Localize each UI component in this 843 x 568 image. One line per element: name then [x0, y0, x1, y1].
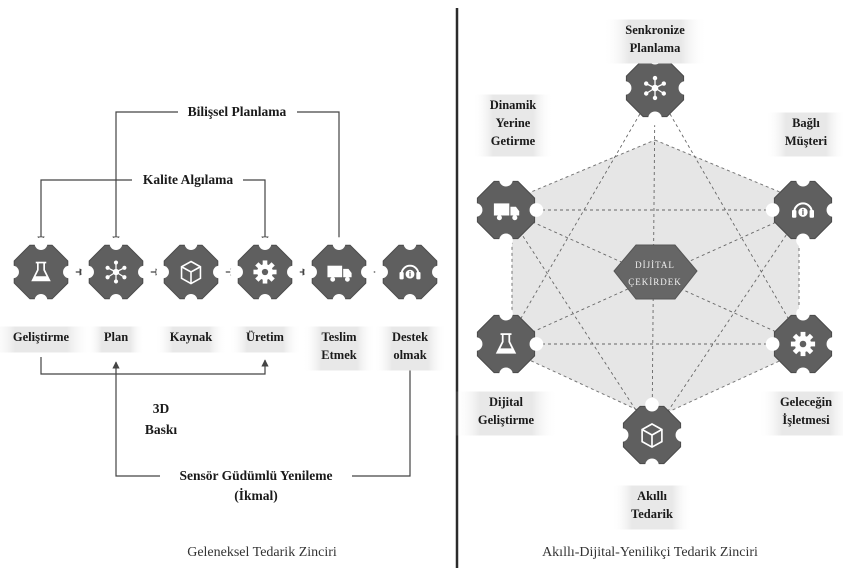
node-dynamic-fulfillment-label: Dinamik — [490, 98, 537, 112]
digital-core-hexagon — [613, 244, 698, 300]
stage-development-label-bg — [0, 326, 93, 353]
stage-source-label-bg — [154, 326, 228, 353]
stage-plan-label-bg — [87, 326, 145, 353]
stage-support-label: olmak — [393, 348, 426, 362]
node-future-operations-label: İşletmesi — [782, 413, 830, 427]
node-connected-customer-label: Müşteri — [785, 134, 828, 148]
truck-icon — [493, 203, 520, 221]
node-future-operations-label: Geleceğin — [780, 395, 832, 409]
digital-core-label-line-2: ÇEKİRDEK — [628, 277, 682, 287]
stage-source-label: Kaynak — [170, 330, 212, 344]
node-sync-planning-label: Senkronize — [625, 23, 685, 37]
node-connected-customer-label-bg — [765, 112, 843, 157]
3d-printing-label-line-2: Baskı — [145, 422, 178, 437]
traditional-supply-chain-panel: Bilişsel Planlama Kalite Algılama Gelişt… — [0, 104, 447, 560]
box-icon — [180, 260, 202, 285]
stage-source[interactable]: Kaynak — [154, 237, 228, 353]
stage-plan[interactable]: Plan — [81, 237, 151, 353]
stage-delivery-label: Etmek — [321, 348, 356, 362]
svg-text:i: i — [802, 208, 805, 217]
headset-icon: i — [792, 202, 814, 218]
node-smart-sourcing-label-bg — [611, 485, 693, 530]
stage-production-label: Üretim — [246, 330, 285, 344]
quality-sensing-label: Kalite Algılama — [143, 172, 234, 187]
flask-icon — [495, 333, 517, 354]
stage-support-label: Destek — [392, 330, 428, 344]
svg-text:i: i — [409, 270, 412, 279]
smart-digital-caption: Akıllı-Dijital-Yenilikçi Tedarik Zinciri — [542, 545, 758, 560]
node-smart-sourcing-label: Akıllı — [637, 489, 667, 503]
node-dynamic-fulfillment-label: Getirme — [491, 134, 536, 148]
stage-delivery-label-bg — [302, 326, 376, 371]
network-connection-lines — [505, 87, 804, 436]
truck-icon — [327, 265, 352, 282]
node-sync-planning-label: Planlama — [630, 41, 681, 55]
node-digital-development-label-bg — [454, 391, 558, 436]
sensor-replenishment-label-line-2: (İkmal) — [234, 488, 278, 503]
cognitive-planning-label: Bilişsel Planlama — [188, 104, 287, 119]
box-icon — [641, 423, 663, 449]
sensor-replenishment-label-line-1: Sensör Güdümlü Yenileme — [179, 468, 332, 483]
traditional-caption: Geleneksel Tedarik Zinciri — [187, 545, 337, 560]
network-icon — [644, 75, 666, 101]
gear-icon — [253, 260, 277, 284]
node-future-operations-label-bg — [758, 391, 843, 436]
node-sync-planning-label-bg — [603, 19, 707, 64]
digital-core-label-line-1: DİJİTAL — [635, 260, 675, 270]
stage-production[interactable]: Üretim — [228, 237, 302, 353]
3d-printing-label-line-1: 3D — [153, 401, 170, 416]
flask-icon — [31, 261, 51, 282]
network-icon — [105, 260, 127, 284]
node-dynamic-fulfillment-label: Yerine — [496, 116, 531, 130]
node-connected-customer-label: Bağlı — [792, 116, 820, 130]
node-digital-development-label: Geliştirme — [478, 413, 535, 427]
node-smart-sourcing-label: Tedarik — [631, 507, 673, 521]
stage-development-label: Geliştirme — [13, 330, 70, 344]
stage-plan-label: Plan — [104, 330, 128, 344]
node-digital-development-label: Dijital — [489, 395, 524, 409]
headset-icon: i — [399, 264, 421, 280]
stage-delivery-label: Teslim — [322, 330, 358, 344]
stage-support-label-bg — [373, 326, 447, 371]
stage-development[interactable]: Geliştirme — [0, 237, 93, 353]
gear-icon — [790, 331, 816, 357]
node-dynamic-fulfillment-label-bg — [472, 94, 554, 157]
stage-production-label-bg — [228, 326, 302, 353]
